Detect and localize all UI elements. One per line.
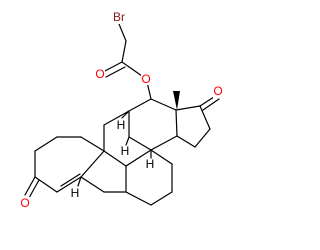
bond-c4-c3 xyxy=(125,191,152,206)
bond-c3-c2 xyxy=(150,191,173,206)
bond-c8-h xyxy=(121,110,130,119)
bond-c8-c11 xyxy=(128,98,152,112)
bond-c9-h xyxy=(125,136,130,146)
bond-c12-c13 xyxy=(175,109,178,137)
bond-carbonyl-c-o-double-1 xyxy=(102,61,123,73)
bond-br-ch2 xyxy=(118,23,127,42)
stereo-h-label: H xyxy=(121,144,130,158)
bond-c11-c12 xyxy=(150,98,177,111)
bond-c2a-o-double-1 xyxy=(24,176,36,196)
bond-carbonyl-c-ester-o xyxy=(121,61,143,77)
bond-c6-c5 xyxy=(103,150,127,167)
bond-c1a-c10a-double xyxy=(60,173,81,187)
d-ring-ketone-oxygen-label: O xyxy=(213,84,222,98)
bond-c5-c10 xyxy=(125,149,152,167)
ester-oxygen-label: O xyxy=(141,72,150,86)
bond-c16-c15 xyxy=(194,128,211,148)
bond-c15-c13 xyxy=(176,135,196,148)
bond-carbonyl-c-o-double-2 xyxy=(105,66,126,78)
bromine-label: Br xyxy=(113,10,125,24)
bond-c14-c9 xyxy=(128,136,152,151)
stereo-h-label: H xyxy=(146,157,155,171)
bond-c8-c7 xyxy=(103,110,130,126)
bond-ch2-carbonyl-c xyxy=(121,40,127,63)
bond-c10a-c4 xyxy=(80,176,105,193)
bond-c12-c17 xyxy=(175,105,201,111)
bond-c17-o-double-2 xyxy=(202,98,220,111)
bond-c4a-c3a xyxy=(34,136,58,152)
bond-c1-c14 xyxy=(150,149,173,165)
bond-c1a-c10a xyxy=(56,176,82,193)
bond-c2a-c1a xyxy=(34,176,58,193)
ester-carbonyl-oxygen-label: O xyxy=(95,67,104,81)
bond-c10a-h xyxy=(77,176,82,187)
stereo-h-label: H xyxy=(117,118,126,132)
methyl-wedge-bond xyxy=(173,91,180,110)
a-ring-ketone-oxygen-label: O xyxy=(20,196,29,210)
bond-c17-c16 xyxy=(199,105,211,130)
bond-c10a-c5a xyxy=(80,150,105,178)
stereo-h-label: H xyxy=(71,186,80,200)
bond-c2a-o-double-2 xyxy=(28,179,40,199)
bond-c6-c5a xyxy=(80,136,105,152)
bond-c13-c14 xyxy=(150,135,178,151)
molecule-structure: H H H H Br O O O O xyxy=(20,10,223,210)
